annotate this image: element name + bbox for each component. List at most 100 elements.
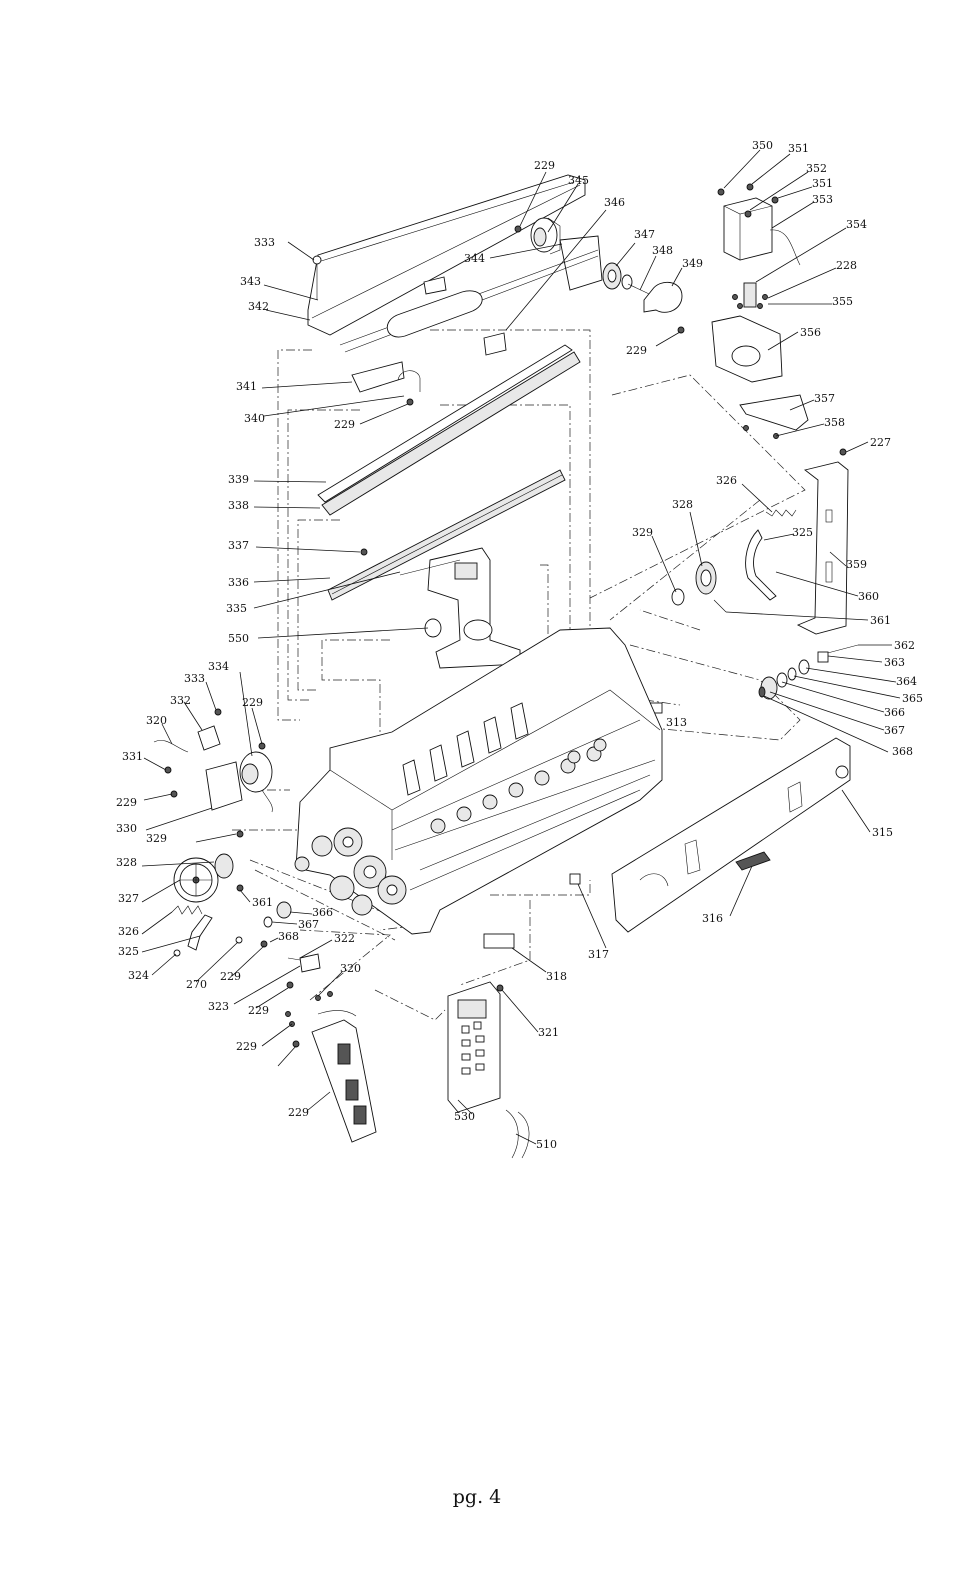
callout-330: 330 (116, 822, 137, 835)
callout-322: 322 (334, 932, 355, 945)
callout-229: 321 (538, 1026, 559, 1039)
callout-229: 229 (626, 344, 647, 357)
leader-lines (141, 149, 901, 1145)
callout-315: 315 (872, 826, 893, 839)
callout-357: 357 (814, 392, 835, 405)
cable-319 (505, 1109, 519, 1159)
callout-335: 335 (226, 602, 247, 615)
bracket-330 (205, 761, 243, 811)
callout-367: 367 (884, 724, 905, 737)
callout-324: 324 (128, 969, 149, 982)
callout-229: 229 (334, 418, 355, 431)
callout-332: 332 (170, 694, 191, 707)
callout-329: 329 (146, 832, 167, 845)
part-332 (197, 725, 221, 751)
callout-355: 355 (832, 295, 853, 308)
cable-320 (153, 740, 189, 753)
callout-359: 359 (846, 558, 867, 571)
callout-360: 360 (858, 590, 879, 603)
callout-336: 336 (228, 576, 249, 589)
callout-351: 351 (788, 142, 809, 155)
callout-353: 353 (812, 193, 833, 206)
latch-316 (735, 851, 771, 871)
shaft-frame (559, 235, 603, 291)
lever-325-left (187, 914, 213, 951)
callout-328: 328 (672, 498, 693, 511)
callout-338: 338 (228, 499, 249, 512)
callout-350: 350 (752, 139, 773, 152)
callout-351: 351 (812, 177, 833, 190)
top-rail (307, 174, 586, 336)
callout-345: 345 (568, 174, 589, 187)
callout-346: 346 (604, 196, 625, 209)
bracket-357 (739, 394, 809, 431)
callout-229: 229 (248, 1004, 269, 1017)
block-317 (569, 873, 581, 885)
callout-356: 356 (800, 326, 821, 339)
callout-323: 323 (208, 1000, 229, 1013)
callout-347: 347 (634, 228, 655, 241)
callout-228: 228 (836, 259, 857, 272)
callout-337: 337 (228, 539, 249, 552)
callout-349: 349 (682, 257, 703, 270)
callout-366: 366 (312, 906, 333, 919)
callout-368: 368 (278, 930, 299, 943)
callout-340: 340 (244, 412, 265, 425)
roller-338 (321, 351, 581, 516)
callout-366: 366 (884, 706, 905, 719)
callout-344: 344 (464, 252, 485, 265)
callout-510: 530 (454, 1110, 475, 1123)
callout-227: 227 (870, 436, 891, 449)
callout-530: 229 (288, 1106, 309, 1119)
callout-550: 550 (228, 632, 249, 645)
callout-368: 368 (892, 745, 913, 758)
callout-326: 326 (118, 925, 139, 938)
callout-229: 229 (116, 796, 137, 809)
callout-317: 317 (588, 948, 609, 961)
callout-318: 318 (546, 970, 567, 983)
callout-342: 342 (248, 300, 269, 313)
callout-316: 316 (702, 912, 723, 925)
callout-270: 270 (186, 978, 207, 991)
tag-318 (483, 933, 515, 949)
callout-352: 352 (806, 162, 827, 175)
callout-229: 229 (220, 970, 241, 983)
callout-333: 333 (254, 236, 275, 249)
callout-326: 326 (716, 474, 737, 487)
spring-326-left (171, 905, 203, 915)
callout-364: 364 (896, 675, 917, 688)
callout-365: 365 (902, 692, 923, 705)
washer-329-right (671, 588, 685, 606)
callout-328: 328 (116, 856, 137, 869)
callout-325: 325 (118, 945, 139, 958)
callout-319: 510 (536, 1138, 557, 1151)
part-drawings (153, 174, 859, 1159)
lever-325-right (745, 529, 777, 601)
callout-358: 358 (824, 416, 845, 429)
callout-334: 334 (208, 660, 229, 673)
callout-321: 229 (236, 1040, 257, 1053)
switch-322 (299, 953, 321, 973)
gear-328-left (214, 853, 234, 879)
callout-229: 229 (534, 159, 555, 172)
bracket-349 (643, 281, 683, 313)
callout-320: 320 (146, 714, 167, 727)
callout-331: 331 (122, 750, 143, 763)
callout-325: 325 (792, 526, 813, 539)
callout-327: 327 (118, 892, 139, 905)
callout-363: 363 (884, 656, 905, 669)
page-number: pg. 4 (452, 1486, 502, 1508)
part-363 (817, 651, 829, 663)
callout-361: 361 (252, 896, 273, 909)
callout-354: 354 (846, 218, 867, 231)
callout-361: 361 (870, 614, 891, 627)
callout-362: 362 (894, 639, 915, 652)
spring-326-right (765, 509, 797, 517)
callout-labels: 350 351 352 351 353 354 228 355 356 357 … (116, 139, 923, 1151)
bracket-341 (351, 361, 405, 393)
callout-348: 348 (652, 244, 673, 257)
callout-339: 339 (228, 473, 249, 486)
callout-333: 333 (184, 672, 205, 685)
callout-313: 313 (666, 716, 687, 729)
